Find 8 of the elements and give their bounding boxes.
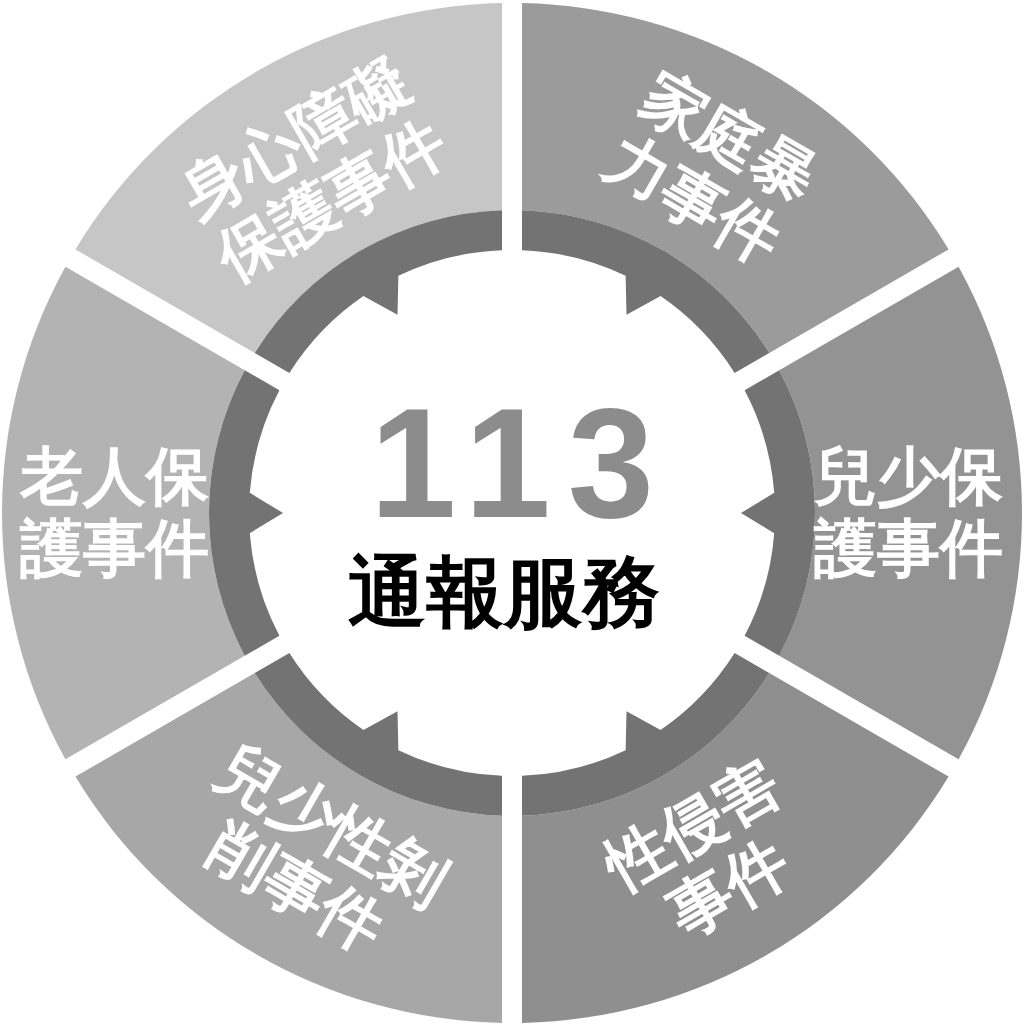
segment-label: 老人保護事件 — [18, 441, 211, 585]
segment-label: 家庭暴力事件 — [591, 58, 830, 280]
segment-label: 性侵害事件 — [591, 746, 803, 953]
hotline-number: 113 — [368, 386, 673, 541]
segment-label: 兒少性剝削事件 — [194, 730, 460, 969]
center-title: 通報服務 — [347, 553, 661, 631]
segment-label: 兒少保護事件 — [812, 441, 1005, 585]
segment-label: 身心障礙保護事件 — [167, 43, 460, 296]
